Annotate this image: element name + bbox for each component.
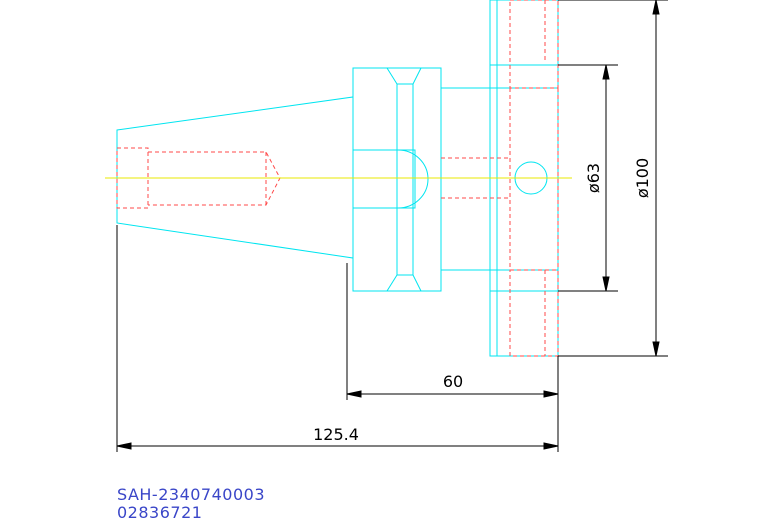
dim-text-125: 125.4 — [313, 425, 359, 444]
dim-text-100: ø100 — [633, 158, 652, 198]
dimensions — [116, 0, 668, 452]
cutter-body — [441, 0, 491, 89]
drive-slot — [352, 149, 416, 209]
v-groove-right — [412, 67, 422, 292]
part-number: SAH-2340740003 — [117, 485, 265, 504]
hidden-lines — [116, 0, 559, 357]
dim-text-60: 60 — [443, 372, 463, 391]
v-groove — [386, 67, 398, 292]
bottom-screw — [509, 269, 559, 357]
internal-thread — [116, 147, 149, 209]
part-code: 02836721 — [117, 503, 203, 522]
neck — [440, 87, 491, 271]
dim-text-63: ø63 — [584, 163, 603, 193]
top-screw — [509, 0, 559, 89]
